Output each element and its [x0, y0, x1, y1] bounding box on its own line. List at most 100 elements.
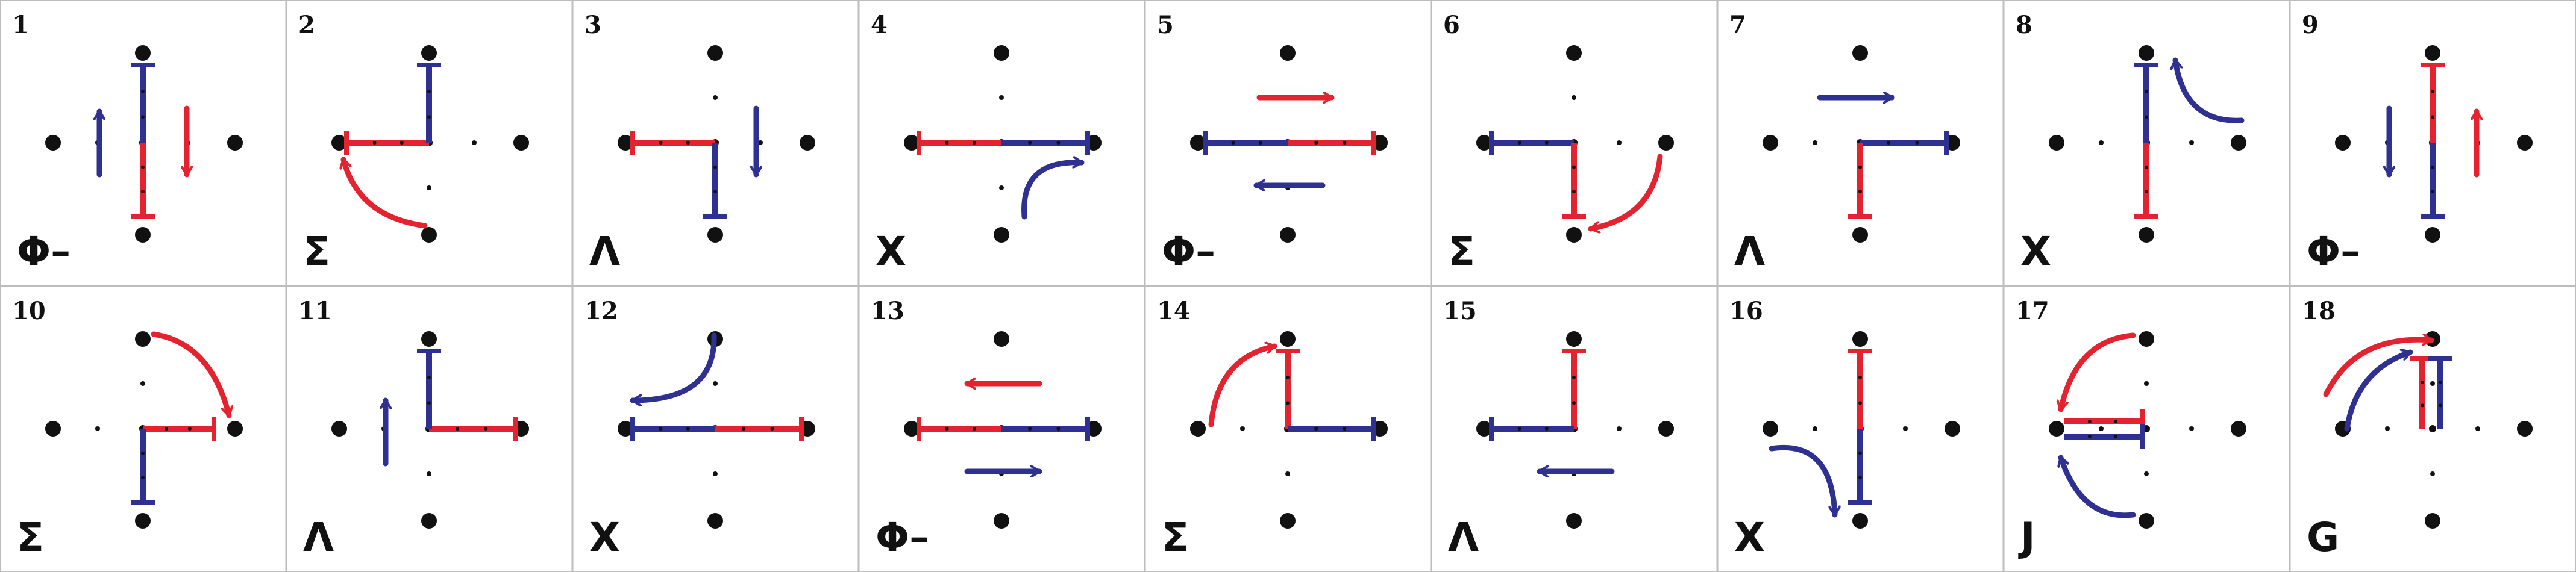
bar-tick	[742, 427, 746, 431]
bar-tick	[2439, 403, 2442, 408]
bar-tick	[456, 427, 460, 431]
minor-dot	[95, 426, 100, 431]
panel-symbol: Λ	[303, 514, 334, 561]
panel-symbol: Φ–	[876, 514, 929, 561]
bar-tick	[1572, 165, 1576, 169]
panel-number: 15	[1443, 297, 1477, 325]
node-dot	[707, 45, 723, 61]
panel-number: 14	[1157, 297, 1191, 325]
bar-tick	[972, 427, 976, 431]
minor-dot	[2430, 471, 2435, 476]
bar-tick	[1286, 375, 1290, 379]
node-dot	[1566, 513, 1582, 529]
bar-tick	[1572, 375, 1576, 379]
panel-number: 9	[2302, 11, 2319, 39]
node-dot	[2517, 135, 2533, 151]
node-dot	[707, 513, 723, 529]
bar-tick	[1915, 141, 1919, 145]
node-dot	[227, 135, 243, 151]
bar-tick	[2113, 435, 2117, 438]
bar-tick	[1517, 427, 1521, 431]
node-dot	[707, 227, 723, 243]
bar-tick	[1858, 190, 1862, 194]
minor-dot	[1617, 426, 1622, 431]
bar-tick	[770, 427, 774, 431]
panel-symbol: Σ	[303, 228, 330, 275]
bar-tick	[1343, 427, 1347, 431]
panel-symbol: Φ–	[1162, 228, 1215, 275]
flow-arrow	[1588, 154, 1663, 229]
bar-tick	[141, 89, 145, 93]
bar-tick	[2145, 89, 2148, 93]
node-dot	[2139, 331, 2154, 347]
bar-tick	[2431, 89, 2434, 93]
bar-tick	[1858, 165, 1862, 169]
node-dot	[421, 45, 437, 61]
minor-dot	[2430, 381, 2435, 386]
panel-13: 13Φ–	[858, 285, 1145, 572]
bar-tick	[2145, 190, 2148, 194]
minor-dot	[1813, 140, 1817, 145]
panel-symbol: Λ	[1734, 228, 1765, 275]
node-dot	[1190, 421, 1206, 437]
node-dot	[1476, 135, 1492, 151]
node-dot	[331, 135, 347, 151]
panel-7: 7Λ	[1717, 0, 2004, 287]
flow-arrow	[343, 157, 428, 229]
bar-tick	[1028, 427, 1032, 431]
bar-tick	[141, 115, 145, 119]
panel-number: 7	[1729, 11, 1746, 39]
bar-tick	[141, 476, 145, 480]
flow-arrow	[2344, 352, 2413, 432]
panel-symbol: Σ	[1448, 228, 1475, 275]
bar-tick	[1572, 190, 1576, 194]
minor-dot	[2099, 140, 2104, 145]
node-dot	[1280, 227, 1296, 243]
bar-tick	[2113, 420, 2117, 423]
panel-number: 4	[871, 11, 888, 39]
bar-tick	[141, 451, 145, 455]
panel-symbol: J	[2018, 514, 2035, 561]
flow-arrow	[1021, 163, 1085, 220]
node-dot	[994, 513, 1009, 529]
bar-tick	[427, 89, 431, 93]
node-dot	[2049, 421, 2064, 437]
node-dot	[2139, 513, 2154, 529]
node-dot	[2425, 227, 2440, 243]
panel-1: 1Φ–	[0, 0, 287, 287]
node-dot	[2139, 227, 2154, 243]
panel-number: 18	[2302, 297, 2336, 325]
node-dot	[513, 135, 529, 151]
node-dot	[135, 513, 151, 529]
minor-dot	[713, 95, 718, 100]
bar-tick	[686, 141, 690, 145]
node-dot	[2425, 45, 2440, 61]
minor-dot	[472, 140, 477, 145]
node-dot	[421, 513, 437, 529]
bar-tick	[372, 141, 377, 145]
panel-symbol: X	[876, 228, 906, 275]
node-dot	[1852, 227, 1868, 243]
node-dot	[1280, 513, 1296, 529]
node-dot	[904, 421, 920, 437]
bar-tick	[1286, 401, 1290, 405]
bar-tick	[2421, 380, 2424, 384]
bar-tick	[427, 401, 431, 405]
bar-tick	[141, 165, 145, 169]
bar-tick	[164, 427, 168, 431]
bar-tick	[2087, 420, 2092, 423]
bar-tick	[400, 141, 404, 145]
flow-arrow	[2061, 455, 2136, 518]
minor-dot	[1240, 426, 1245, 431]
minor-dot	[713, 471, 718, 476]
node-dot	[1658, 135, 1674, 151]
panel-symbol: X	[2020, 228, 2051, 275]
node-dot	[1852, 513, 1868, 529]
bar-tick	[1056, 141, 1061, 145]
node-dot	[2231, 135, 2246, 151]
node-dot	[421, 331, 437, 347]
bar-tick	[2439, 380, 2442, 384]
node-dot	[1280, 331, 1296, 347]
bar-tick	[2431, 190, 2434, 194]
bar-tick	[1858, 401, 1862, 405]
